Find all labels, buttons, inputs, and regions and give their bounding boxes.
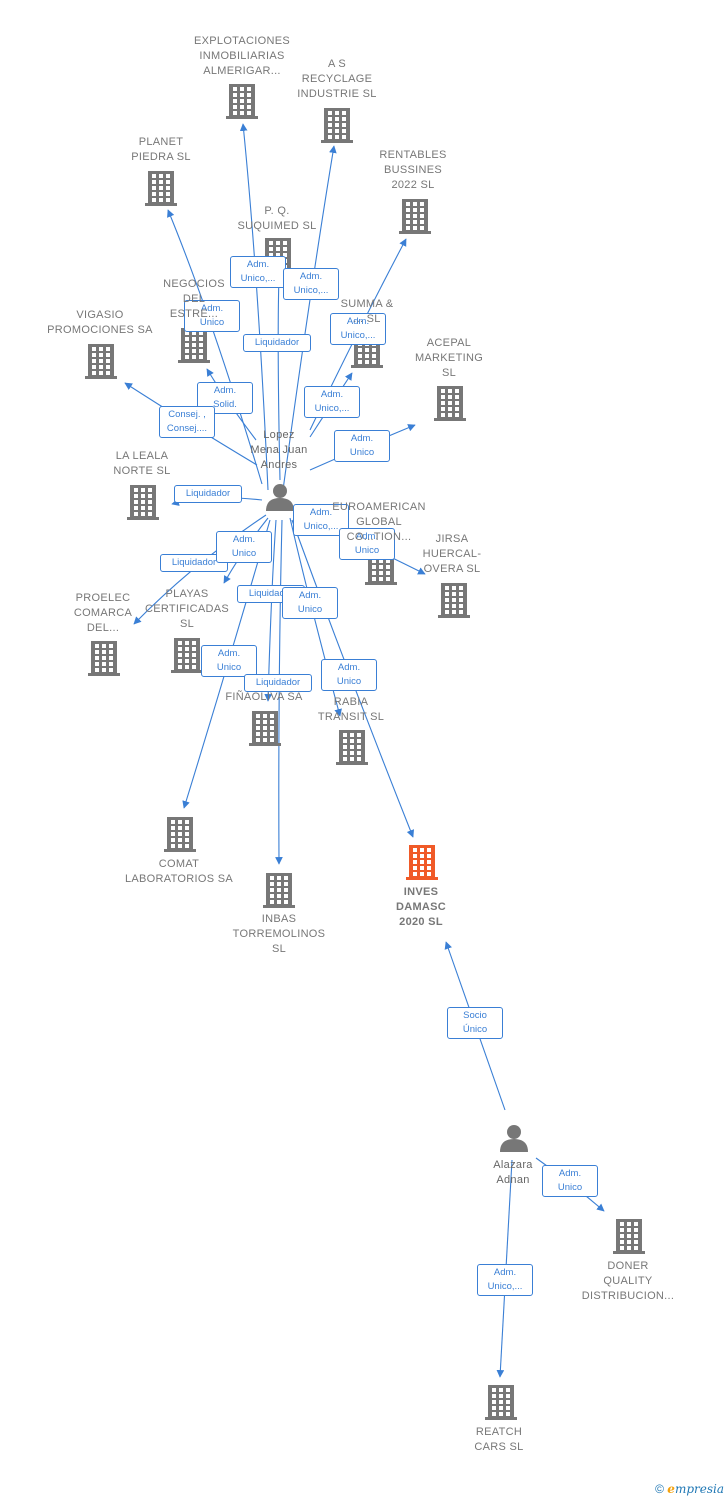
acepal-building-icon[interactable] [434, 386, 466, 421]
alazara-person-icon[interactable] [500, 1125, 528, 1152]
inves-building-icon[interactable] [406, 845, 438, 880]
edge-lopez-explotaciones [239, 123, 269, 491]
edge-label-lopez-summa[interactable]: Adm. Unico,... [304, 386, 360, 418]
edge-lopez-pq [274, 274, 283, 481]
node-label-rentables[interactable]: RENTABLES BUSSINES 2022 SL [379, 149, 447, 191]
comat-building-icon[interactable] [164, 817, 196, 852]
inbas-building-icon[interactable] [263, 873, 295, 908]
node-label-as_recycl[interactable]: A S RECYCLAGE INDUSTRIE SL [297, 58, 377, 100]
node-label-comat[interactable]: COMAT LABORATORIOS SA [124, 858, 233, 885]
edge-label-alazara-doner[interactable]: Adm. Unico [542, 1165, 598, 1197]
as_recycl-building-icon[interactable] [321, 108, 353, 143]
edge-label-lopez-vigasio[interactable]: Consej. , Consej.... [159, 406, 215, 438]
edge-label-lopez-comat[interactable]: Adm. Unico [201, 645, 257, 677]
nodes-layer [85, 84, 645, 1420]
node-label-lealanorte[interactable]: LA LEALA NORTE SL [113, 450, 171, 477]
edge-label-lopez-proelec[interactable]: Liquidador [160, 554, 228, 572]
explotaciones-building-icon[interactable] [226, 84, 258, 119]
edge-label-lopez-rentables[interactable]: Adm. Unico,... [330, 313, 386, 345]
node-label-jirsa[interactable]: JIRSA HUERCAL- OVERA SL [422, 533, 482, 575]
edge-label-alazara-reatch[interactable]: Adm. Unico,... [477, 1264, 533, 1296]
node-label-planet[interactable]: PLANET PIEDRA SL [131, 136, 191, 163]
node-label-euroamerican[interactable]: EUROAMERICAN GLOBAL CO...TION... [332, 501, 426, 543]
edge-label-lopez-jirsa[interactable]: Adm. Unico [339, 528, 395, 560]
node-label-lopez[interactable]: Lopez Mena Juan Andres [250, 429, 308, 471]
edge-label-lopez-explotaciones[interactable]: Adm. Unico,... [230, 256, 286, 288]
edge-label-lopez-inves[interactable]: Adm. Unico [321, 659, 377, 691]
edge-label-lopez-playas[interactable]: Adm. Unico [216, 531, 272, 563]
edge-lopez-as_recycl [282, 145, 337, 491]
node-label-pq[interactable]: P. Q. SUQUIMED SL [237, 205, 317, 232]
copyright-symbol: © [655, 1482, 664, 1496]
node-label-explotaciones[interactable]: EXPLOTACIONES INMOBILIARIAS ALMERIGAR... [194, 35, 290, 77]
planet-building-icon[interactable] [145, 171, 177, 206]
playas-building-icon[interactable] [171, 638, 203, 673]
node-label-acepal[interactable]: ACEPAL MARKETING SL [414, 337, 484, 379]
watermark: © empresia [655, 1482, 724, 1496]
node-label-finaoliva[interactable]: FIÑAOLIVA SA [225, 691, 303, 703]
vigasio-building-icon[interactable] [85, 344, 117, 379]
edge-label-lopez-lealanorte[interactable]: Liquidador [174, 485, 242, 503]
jirsa-building-icon[interactable] [438, 583, 470, 618]
negocios-building-icon[interactable] [178, 328, 210, 363]
node-label-summa[interactable]: SUMMA & ... SL [340, 298, 394, 325]
edge-label-lopez-inbas[interactable]: Liquidador [244, 674, 312, 692]
node-label-reatch[interactable]: REATCH CARS SL [474, 1426, 524, 1453]
rabia-building-icon[interactable] [336, 730, 368, 765]
edge-label-lopez-rabia[interactable]: Adm. Unico [282, 587, 338, 619]
lealanorte-building-icon[interactable] [127, 485, 159, 520]
node-label-playas[interactable]: PLAYAS CERTIFICADAS SL [144, 588, 230, 630]
reatch-building-icon[interactable] [485, 1385, 517, 1420]
node-label-doner[interactable]: DONER QUALITY DISTRIBUCION... [581, 1260, 675, 1302]
finaoliva-building-icon[interactable] [249, 711, 281, 746]
rentables-building-icon[interactable] [399, 199, 431, 234]
node-label-alazara[interactable]: Alazara Adnan [493, 1159, 533, 1186]
node-label-inbas[interactable]: INBAS TORREMOLINOS SL [232, 913, 326, 955]
proelec-building-icon[interactable] [88, 641, 120, 676]
brand-first-letter: e [667, 1482, 675, 1496]
brand-name: mpresia [674, 1482, 724, 1496]
node-label-rabia[interactable]: RABIA TRANSIT SL [317, 696, 385, 723]
node-label-vigasio[interactable]: VIGASIO PROMOCIONES SA [47, 309, 153, 336]
edge-label-lopez-pq[interactable]: Liquidador [243, 334, 311, 352]
edge-label-lopez-as_recycl[interactable]: Adm. Unico,... [283, 268, 339, 300]
node-label-inves[interactable]: INVES DAMASC 2020 SL [395, 886, 447, 928]
edge-label-alazara-inves[interactable]: Socio Único [447, 1007, 503, 1039]
edge-lopez-planet [167, 209, 263, 485]
node-label-proelec[interactable]: PROELEC COMARCA DEL... [73, 592, 133, 634]
edge-label-lopez-planet[interactable]: Adm. Unico [184, 300, 240, 332]
lopez-person-icon[interactable] [266, 484, 294, 511]
node-label-negocios[interactable]: NEGOCIOS DEL ESTRE... [163, 278, 225, 320]
doner-building-icon[interactable] [613, 1219, 645, 1254]
edge-label-lopez-acepal[interactable]: Adm. Unico [334, 430, 390, 462]
